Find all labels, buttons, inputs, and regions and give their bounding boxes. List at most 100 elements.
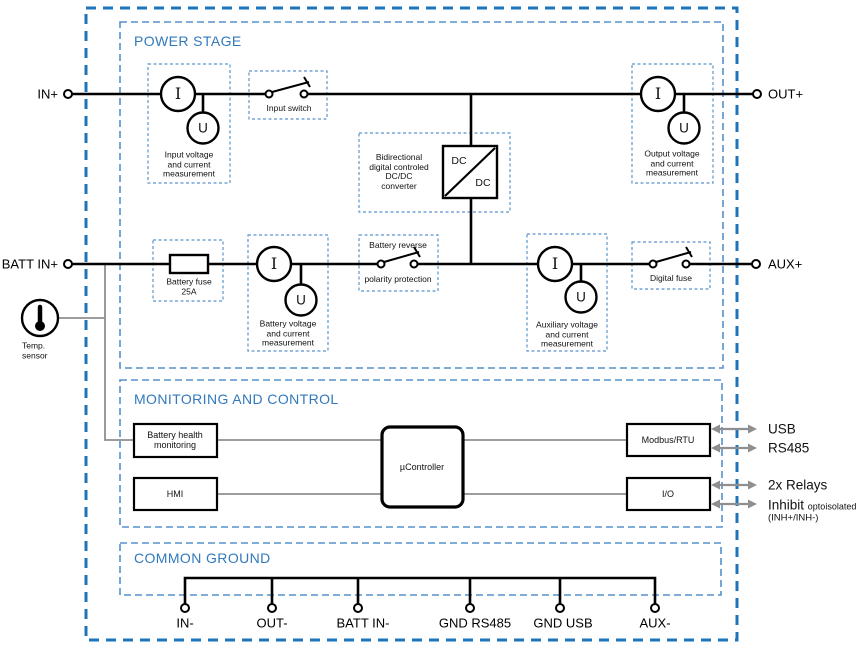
gnd-rs485-terminal (465, 603, 475, 613)
in-plus-terminal (63, 89, 73, 99)
switch-contact (409, 259, 419, 269)
digital-fuse-outline (631, 241, 711, 290)
digital-fuse-label: Digital fuse (649, 273, 693, 284)
switch-tick (685, 246, 693, 258)
power-stage-title: POWER STAGE (134, 33, 242, 49)
digital-fuse-switch-symbol (648, 246, 693, 269)
aux-voltage-symbol: U (576, 289, 586, 305)
monitoring-blocks-group (132, 422, 712, 512)
out-minus-label: OUT- (256, 615, 288, 631)
battery-fuse-symbol (168, 253, 210, 275)
arrow-head-left (711, 443, 720, 453)
battery-health-block (132, 422, 219, 459)
arrow-head-right (748, 499, 757, 509)
io-label: I/O (661, 488, 675, 499)
input-switch-symbol (264, 76, 311, 99)
switch-contact (681, 259, 691, 269)
switch-contact (648, 259, 658, 269)
relays-arrow (711, 480, 757, 490)
inhibit-pins-label: (INH+/INH-) (768, 512, 819, 524)
modbus-label: Modbus/RTU (641, 434, 695, 445)
monitoring-box (119, 379, 723, 528)
batt-in-minus-label: BATT IN- (336, 615, 390, 631)
aux-voltage-circle (564, 280, 598, 314)
measurement-circles-group (159, 75, 701, 317)
converter-outline (358, 132, 511, 213)
input-switch-label: Input switch (266, 103, 312, 114)
output-current-circle (639, 75, 677, 113)
terminals-group (63, 89, 762, 613)
gnd-rs485-label: GND RS485 (438, 615, 512, 631)
output-current-symbol: I (654, 84, 662, 103)
batt-sense-wire (104, 265, 134, 441)
dcdc-diagonal (444, 147, 496, 197)
temp-sensor-symbol (20, 298, 60, 338)
in-minus-terminal (180, 603, 190, 613)
usb-label: USB (768, 421, 796, 437)
input-voltage-circle (186, 111, 220, 145)
aux-minus-terminal (650, 603, 660, 613)
hmi-block (132, 476, 219, 512)
microcontroller-block (380, 425, 465, 509)
reverse-protection-label-bottom: polarity protection (364, 274, 432, 285)
temp-sensor-label: Temp. sensor (22, 340, 48, 360)
switch-tick (413, 246, 421, 258)
battery-fuse-outline (152, 239, 224, 302)
ground-bus (183, 576, 657, 604)
gnd-usb-terminal (555, 603, 565, 613)
control-wiring-group (58, 265, 627, 495)
dc-top-label: DC (451, 154, 467, 167)
input-voltage-symbol: U (198, 120, 208, 136)
output-voltage-symbol: U (679, 120, 689, 136)
aux-current-circle (536, 245, 574, 283)
common-ground-title: COMMON GROUND (134, 550, 271, 566)
rs485-label: RS485 (768, 440, 810, 456)
thermometer-bulb (35, 321, 45, 331)
aux-measurement-outline (526, 233, 608, 352)
usb-arrow (711, 424, 757, 434)
battery-voltage-symbol: U (296, 292, 306, 308)
battery-health-label: Battery health monitoring (147, 429, 203, 450)
inhibit-label: Inhibit (768, 497, 805, 513)
arrow-head-right (748, 424, 757, 434)
outer-dashed-border (84, 6, 739, 642)
monitoring-title: MONITORING AND CONTROL (134, 391, 339, 407)
in-plus-label: IN+ (37, 86, 58, 102)
arrow-head-left (711, 480, 720, 490)
arrow-head-left (711, 424, 720, 434)
output-voltage-circle (667, 111, 701, 145)
dc-bottom-label: DC (475, 176, 491, 189)
switch-contact (299, 89, 309, 99)
power-stage-box (119, 21, 724, 369)
power-rails-group (72, 92, 753, 287)
arrow-head-right (748, 443, 757, 453)
aux-minus-label: AUX- (639, 615, 671, 631)
in-minus-label: IN- (176, 615, 194, 631)
output-measurement-label: Output voltage and current measurement (644, 148, 700, 178)
gnd-usb-label: GND USB (533, 615, 593, 631)
battery-voltage-circle (284, 283, 318, 317)
hmi-label: HMI (166, 488, 184, 499)
battery-measurement-label: Battery voltage and current measurement (259, 318, 317, 348)
modbus-block (625, 422, 712, 458)
common-ground-box (119, 542, 722, 596)
rs485-arrow (711, 443, 757, 453)
converter-label: Bidirectional digital controled DC/DC co… (369, 151, 429, 191)
out-plus-terminal (752, 89, 762, 99)
switch-tick (303, 76, 311, 88)
arrow-head-left (711, 499, 720, 509)
switches-group (264, 76, 693, 269)
microcontroller-label: µController (399, 461, 445, 472)
input-current-symbol: I (174, 84, 182, 103)
inhibit-arrow (711, 499, 757, 509)
battery-current-symbol: I (270, 254, 278, 273)
battery-current-circle (255, 245, 293, 283)
aux-plus-label: AUX+ (768, 256, 803, 272)
battery-fuse-label: Battery fuse 25A (166, 276, 212, 296)
battery-measurement-outline (247, 234, 329, 352)
switch-contact (376, 259, 386, 269)
switch-lever (271, 81, 310, 93)
switch-lever (655, 251, 692, 263)
aux-measurement-label: Auxiliary voltage and current measuremen… (536, 319, 598, 349)
